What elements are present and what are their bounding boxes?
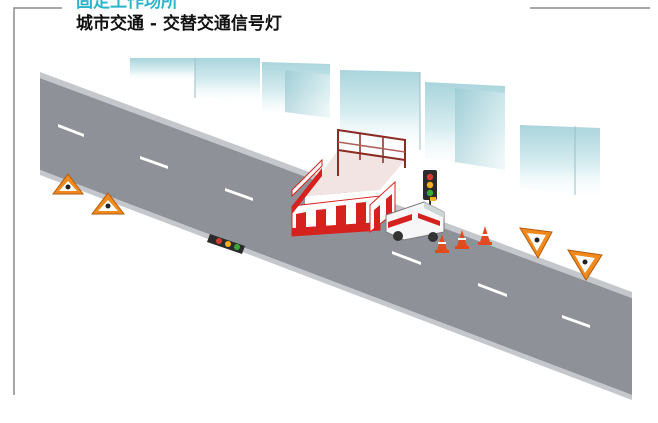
traffic-cone (478, 226, 492, 245)
traffic-cone (435, 234, 449, 253)
section-kicker: 固定工作场所 (76, 0, 178, 12)
service-van (385, 197, 445, 242)
barrier (291, 158, 323, 214)
traffic-cone (455, 230, 469, 249)
lane-marking (58, 124, 590, 328)
building-glass (520, 125, 600, 198)
warning-sign-roadworks (52, 173, 84, 195)
building-glass (262, 62, 330, 118)
work-site-enclosure (291, 128, 406, 237)
building-glass (130, 58, 260, 102)
building-glass (340, 70, 421, 150)
traffic-light (207, 234, 245, 254)
warning-sign-roadworks (567, 249, 603, 281)
caption: 固定工作场所 城市交通 - 交替交通信号灯 (76, 0, 282, 35)
warning-sign-roadworks (519, 227, 553, 260)
page-title: 城市交通 - 交替交通信号灯 (76, 14, 282, 34)
barrier (291, 195, 381, 237)
warning-sign-roadworks (90, 192, 126, 215)
building-glass (425, 82, 505, 170)
